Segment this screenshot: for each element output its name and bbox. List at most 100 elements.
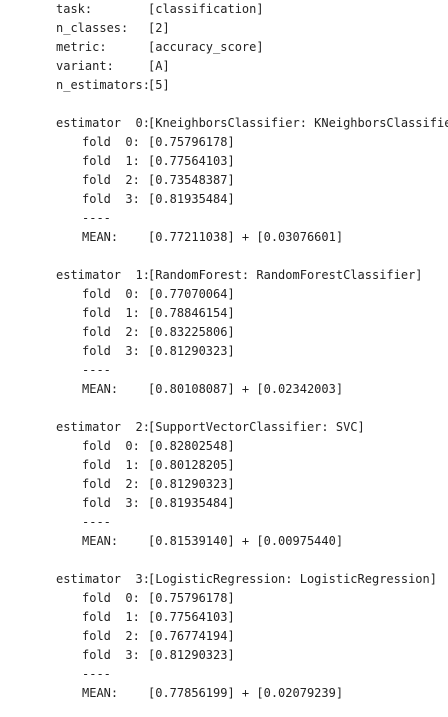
estimator-label: estimator 0: (56, 116, 150, 130)
blank-line (56, 95, 448, 114)
fold-value: [0.81935484] (148, 496, 235, 510)
console-output: task: [classification] n_classes: [2] metr… (56, 0, 448, 703)
estimator-name: [KneighborsClassifier: KNeighborsClassif… (148, 116, 448, 130)
estimator-title: estimator 3:[LogisticRegression: Logisti… (56, 570, 448, 589)
fold-row: fold 3: [0.81935484] (56, 190, 448, 209)
mean-label: MEAN: (82, 686, 119, 700)
fold-value: [0.81290323] (148, 648, 235, 662)
mean-row: MEAN: [0.81539140] + [0.00975440] (56, 532, 448, 551)
estimator-name: [LogisticRegression: LogisticRegression] (148, 572, 437, 586)
fold-label: fold 0: (82, 287, 140, 301)
mean-label: MEAN: (82, 534, 119, 548)
estimator-name: [RandomForest: RandomForestClassifier] (148, 268, 423, 282)
fold-row: fold 0: [0.82802548] (56, 437, 448, 456)
fold-label: fold 1: (82, 306, 140, 320)
fold-label: fold 2: (82, 325, 140, 339)
header-key: variant: (56, 59, 114, 73)
mean-value: [0.77856199] + [0.02079239] (148, 686, 344, 700)
estimator-label: estimator 1: (56, 268, 150, 282)
header-line-variant: variant: [A] (56, 57, 448, 76)
fold-row: fold 2: [0.76774194] (56, 627, 448, 646)
fold-value: [0.75796178] (148, 135, 235, 149)
fold-value: [0.82802548] (148, 439, 235, 453)
estimator-name: [SupportVectorClassifier: SVC] (148, 420, 365, 434)
fold-label: fold 1: (82, 154, 140, 168)
header-value: [2] (148, 21, 170, 35)
estimator-title: estimator 2:[SupportVectorClassifier: SV… (56, 418, 448, 437)
mean-row: MEAN: [0.77856199] + [0.02079239] (56, 684, 448, 703)
estimator-block-0: estimator 0:[KneighborsClassifier: KNeig… (56, 114, 448, 247)
header-line-metric: metric: [accuracy_score] (56, 38, 448, 57)
fold-value: [0.77564103] (148, 154, 235, 168)
fold-label: fold 0: (82, 591, 140, 605)
estimator-block-2: estimator 2:[SupportVectorClassifier: SV… (56, 418, 448, 551)
fold-value: [0.81290323] (148, 477, 235, 491)
header-block: task: [classification] n_classes: [2] metr… (56, 0, 448, 95)
fold-label: fold 0: (82, 439, 140, 453)
mean-row: MEAN:[0.77211038] + [0.03076601] (56, 228, 448, 247)
fold-value: [0.83225806] (148, 325, 235, 339)
estimator-block-3: estimator 3:[LogisticRegression: Logisti… (56, 570, 448, 703)
header-value: [A] (148, 59, 170, 73)
fold-label: fold 1: (82, 458, 140, 472)
fold-row: fold 2: [0.73548387] (56, 171, 448, 190)
mean-label: MEAN: (82, 382, 119, 396)
estimator-block-1: estimator 1:[RandomForest: RandomForestC… (56, 266, 448, 399)
separator: ---- (82, 211, 111, 225)
header-line-task: task: [classification] (56, 0, 448, 19)
fold-value: [0.78846154] (148, 306, 235, 320)
header-line-n-estimators: n_estimators:[5] (56, 76, 448, 95)
fold-value: [0.75796178] (148, 591, 235, 605)
separator: ---- (82, 515, 111, 529)
fold-label: fold 0: (82, 135, 140, 149)
separator-line: ---- (56, 665, 448, 684)
fold-label: fold 2: (82, 173, 140, 187)
fold-value: [0.81935484] (148, 192, 235, 206)
fold-row: fold 1: [0.80128205] (56, 456, 448, 475)
estimator-title: estimator 0:[KneighborsClassifier: KNeig… (56, 114, 448, 133)
estimator-label: estimator 3: (56, 572, 150, 586)
separator-line: ---- (56, 513, 448, 532)
header-value: [classification] (148, 2, 264, 16)
fold-row: fold 0: [0.75796178] (56, 589, 448, 608)
fold-row: fold 0: [0.77070064] (56, 285, 448, 304)
fold-label: fold 3: (82, 192, 140, 206)
fold-label: fold 2: (82, 629, 140, 643)
estimator-title: estimator 1:[RandomForest: RandomForestC… (56, 266, 448, 285)
header-key: task: (56, 2, 93, 16)
header-key: metric: (56, 40, 107, 54)
fold-label: fold 1: (82, 610, 140, 624)
fold-value: [0.76774194] (148, 629, 235, 643)
fold-row: fold 3: [0.81935484] (56, 494, 448, 513)
fold-value: [0.77564103] (148, 610, 235, 624)
fold-row: fold 3: [0.81290323] (56, 646, 448, 665)
header-line-n-classes: n_classes: [2] (56, 19, 448, 38)
fold-row: fold 2: [0.83225806] (56, 323, 448, 342)
fold-label: fold 3: (82, 648, 140, 662)
blank-line (56, 551, 448, 570)
blank-line (56, 247, 448, 266)
fold-value: [0.73548387] (148, 173, 235, 187)
fold-row: fold 1: [0.78846154] (56, 304, 448, 323)
header-key: n_classes: (56, 21, 129, 35)
fold-row: fold 1: [0.77564103] (56, 152, 448, 171)
fold-row: fold 1: [0.77564103] (56, 608, 448, 627)
separator-line: ---- (56, 209, 448, 228)
header-key: n_estimators: (56, 78, 150, 92)
mean-label: MEAN: (82, 230, 119, 244)
estimator-label: estimator 2: (56, 420, 150, 434)
header-value: [accuracy_score] (148, 40, 264, 54)
fold-label: fold 3: (82, 344, 140, 358)
mean-value: [0.81539140] + [0.00975440] (148, 534, 344, 548)
fold-row: fold 2: [0.81290323] (56, 475, 448, 494)
blank-line (56, 399, 448, 418)
fold-value: [0.80128205] (148, 458, 235, 472)
separator-line: ---- (56, 361, 448, 380)
mean-row: MEAN:[0.80108087] + [0.02342003] (56, 380, 448, 399)
separator: ---- (82, 363, 111, 377)
fold-row: fold 0: [0.75796178] (56, 133, 448, 152)
fold-label: fold 2: (82, 477, 140, 491)
fold-label: fold 3: (82, 496, 140, 510)
header-value: [5] (148, 78, 170, 92)
fold-value: [0.77070064] (148, 287, 235, 301)
